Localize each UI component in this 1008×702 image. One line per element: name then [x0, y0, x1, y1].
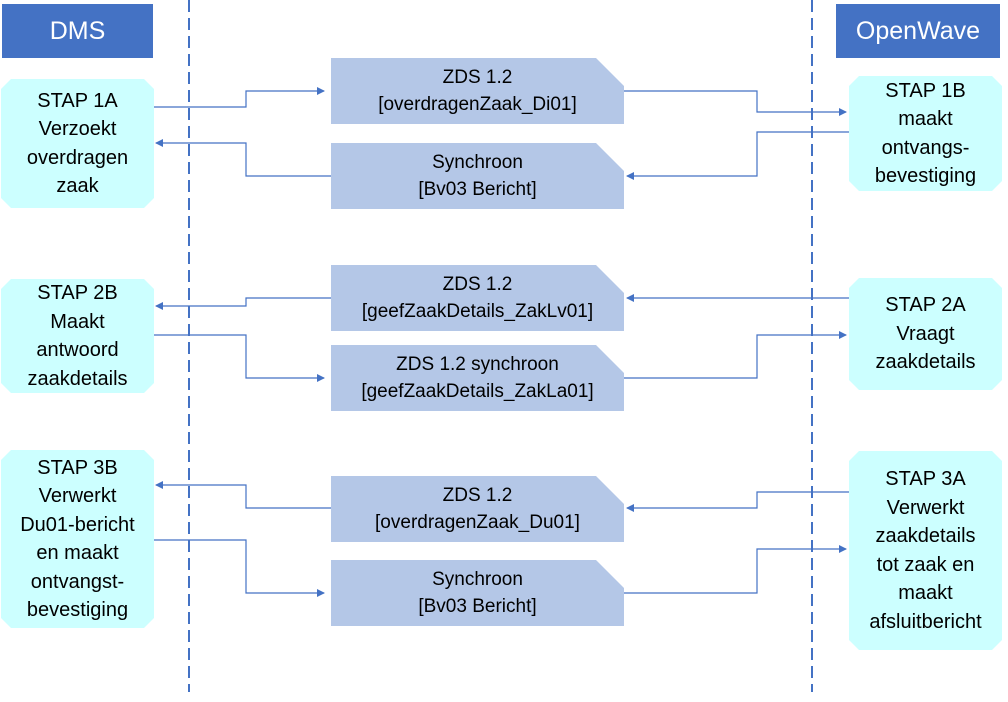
- message-4: ZDS 1.2 synchroon [geefZaakDetails_ZakLa…: [331, 345, 624, 411]
- message-2: Synchroon [Bv03 Bericht]: [331, 143, 624, 209]
- dms-header: DMS: [2, 4, 153, 58]
- step-2a-label: STAP 2A Vraagt zaakdetails: [875, 294, 976, 374]
- step-1a-label: STAP 1A Verzoekt overdragen zaak: [26, 89, 129, 197]
- arrow-step2b-to-msg4: [152, 334, 325, 382]
- message-1-label: ZDS 1.2 [overdragenZaak_Di01]: [378, 67, 577, 115]
- message-1: ZDS 1.2 [overdragenZaak_Di01]: [331, 58, 624, 124]
- step-2b-label: STAP 2B Maakt antwoord zaakdetails: [27, 282, 128, 390]
- message-5-label: ZDS 1.2 [overdragenZaak_Du01]: [375, 485, 580, 533]
- arrow-step3a-to-msg5: [626, 491, 851, 512]
- arrow-msg4-to-step2a: [624, 331, 847, 379]
- step-1b-label: STAP 1B maakt ontvangs- bevestiging: [874, 79, 977, 187]
- arrow-msg1-to-step1b: [624, 90, 847, 116]
- message-6-label: Synchroon [Bv03 Bericht]: [418, 569, 537, 617]
- arrow-msg2-to-step1a: [155, 139, 333, 177]
- step-3b: STAP 3B Verwerkt Du01-bericht en maakt o…: [1, 450, 154, 628]
- openwave-header: OpenWave: [836, 4, 1000, 58]
- message-5: ZDS 1.2 [overdragenZaak_Du01]: [331, 476, 624, 542]
- message-3-label: ZDS 1.2 [geefZaakDetails_ZakLv01]: [361, 274, 594, 322]
- message-4-label: ZDS 1.2 synchroon [geefZaakDetails_ZakLa…: [361, 354, 594, 402]
- arrow-step3b-to-msg6: [152, 539, 325, 597]
- step-2b: STAP 2B Maakt antwoord zaakdetails: [1, 279, 154, 393]
- step-3b-label: STAP 3B Verwerkt Du01-bericht en maakt o…: [20, 456, 135, 621]
- arrow-msg5-to-step3b: [155, 481, 333, 509]
- message-6: Synchroon [Bv03 Bericht]: [331, 560, 624, 626]
- arrow-msg6-to-step3a: [624, 545, 847, 594]
- step-3a-label: STAP 3A Verwerkt zaakdetails tot zaak en…: [869, 468, 982, 633]
- arrow-msg3-to-step2b: [155, 297, 333, 310]
- arrow-step1a-to-msg1: [152, 87, 325, 108]
- step-1b: STAP 1B maakt ontvangs- bevestiging: [849, 76, 1002, 191]
- arrow-step1b-to-msg2: [626, 131, 851, 180]
- message-2-label: Synchroon [Bv03 Bericht]: [418, 152, 537, 200]
- step-3a: STAP 3A Verwerkt zaakdetails tot zaak en…: [849, 451, 1002, 650]
- message-3: ZDS 1.2 [geefZaakDetails_ZakLv01]: [331, 265, 624, 331]
- step-1a: STAP 1A Verzoekt overdragen zaak: [1, 79, 154, 208]
- step-2a: STAP 2A Vraagt zaakdetails: [849, 278, 1002, 390]
